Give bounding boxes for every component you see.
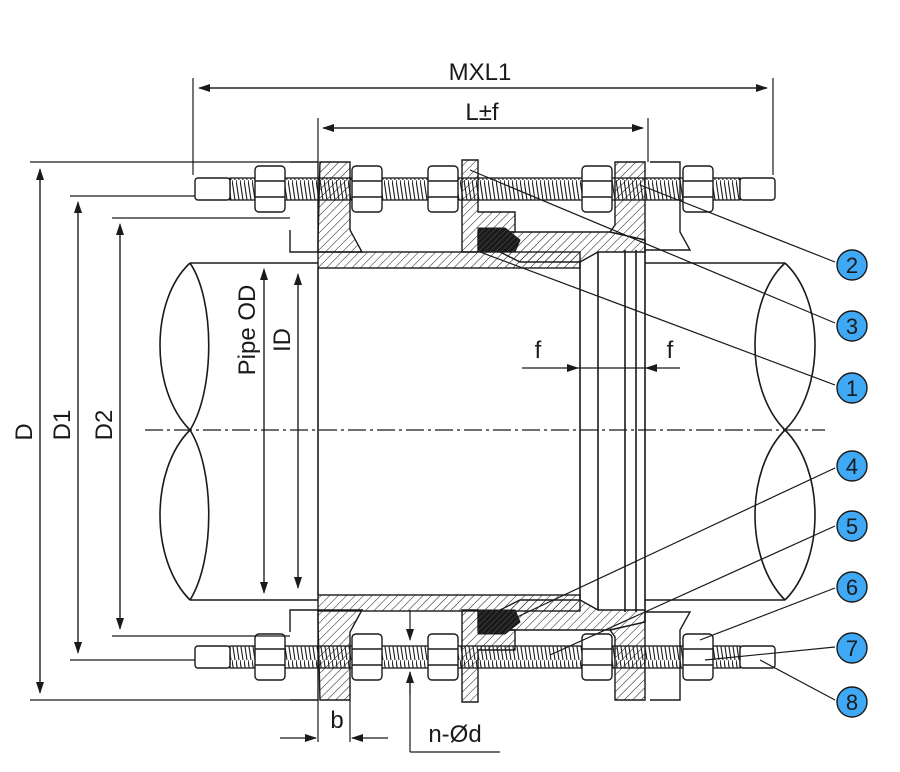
flange-thickness-label: b [330, 707, 343, 734]
pipe-flange [289, 161, 692, 701]
pipe-od-label: Pipe OD [234, 285, 261, 376]
dimension-lines [30, 78, 774, 753]
bolt-circle-label: D1 [49, 410, 76, 441]
callout-8: 8 [836, 686, 868, 718]
svg-text:6: 6 [846, 575, 858, 600]
callout-6: 6 [836, 571, 868, 603]
nuts [254, 165, 714, 681]
bolt-holes-label: n-Ød [428, 721, 481, 748]
leader-lines [469, 169, 836, 701]
callout-5: 5 [836, 510, 868, 542]
pipe-wall-top [317, 231, 646, 631]
body-length-label: L±f [465, 99, 499, 126]
svg-text:4: 4 [846, 454, 858, 479]
callout-1: 1 [836, 372, 868, 404]
raised-face-label: D2 [91, 410, 118, 441]
callout-3: 3 [836, 310, 868, 342]
svg-text:3: 3 [846, 314, 858, 339]
callout-4: 4 [836, 450, 868, 482]
left-flange [317, 161, 364, 701]
callout-7: 7 [836, 632, 868, 664]
flange-od-label: D [11, 423, 38, 440]
gasket [477, 227, 521, 635]
svg-text:7: 7 [846, 636, 858, 661]
svg-text:2: 2 [846, 253, 858, 278]
gap-left-label: f [535, 337, 542, 364]
overall-length-label: MXL1 [449, 59, 512, 86]
svg-text:5: 5 [846, 514, 858, 539]
svg-text:8: 8 [846, 690, 858, 715]
gap-right-label: f [667, 337, 674, 364]
svg-text:1: 1 [846, 376, 858, 401]
inner-diameter-label: ID [269, 328, 296, 352]
callout-2: 2 [836, 249, 868, 281]
